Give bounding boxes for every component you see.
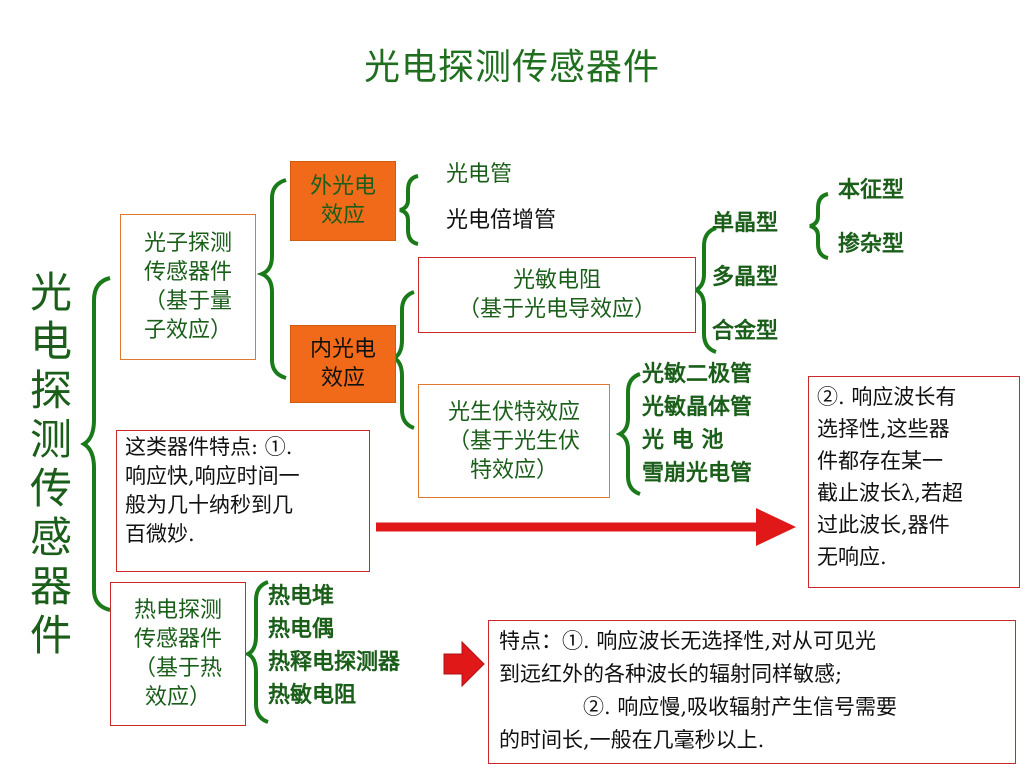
photon-box-line: 子效应） — [143, 318, 232, 343]
photovoltaic-box: 光生伏特效应 （基于光生伏 特效应） — [418, 384, 610, 498]
thermal-box-line: 效应） — [144, 685, 211, 710]
photon-box-line: 光子探测 — [143, 231, 232, 256]
photovoltaic-line: 光生伏特效应 — [447, 399, 580, 425]
photon-box-line: 传感器件 — [143, 260, 232, 285]
vertical-char: 光 — [29, 268, 72, 317]
crystal-brace — [691, 226, 717, 354]
photon-features-line: 百微妙. — [125, 522, 195, 546]
external-box-line: 效应 — [320, 203, 365, 228]
thermopile-label: 热电堆 — [268, 583, 335, 609]
phototransistor-label: 光敏晶体管 — [642, 394, 753, 420]
thermocouple-label: 热电偶 — [268, 616, 335, 642]
wavelength-features-line: 截止波长λ,若超 — [817, 481, 963, 505]
thermal-features-line: 到远红外的各种波长的辐射同样敏感; — [499, 662, 843, 686]
subtype-brace — [809, 192, 829, 260]
external-box-line: 外光电 — [309, 174, 376, 199]
wavelength-features-line: 无响应. — [817, 545, 887, 569]
vertical-char: 件 — [29, 611, 72, 660]
photoresistor-line: 光敏电阻 — [512, 268, 601, 293]
thermal-box-line: （基于热 — [133, 656, 222, 681]
page-title: 光电探测传感器件 — [363, 47, 660, 88]
vertical-char: 感 — [29, 513, 72, 562]
photovoltaic-line: （基于光生伏 — [447, 428, 580, 454]
photon-features-line: 响应快,响应时间一 — [125, 464, 300, 488]
pyroelectric-detector-label: 热释电探测器 — [268, 649, 401, 675]
phototube-label: 光电管 — [446, 162, 513, 187]
thermal-items: 热电堆 热电偶 热释电探测器 热敏电阻 — [268, 580, 400, 712]
subtype-doped: 掺杂型 — [838, 231, 905, 257]
vertical-char: 器 — [29, 562, 72, 611]
avalanche-photodiode-label: 雪崩光电管 — [642, 460, 753, 486]
wavelength-features-line: 选择性,这些器 — [817, 417, 950, 441]
thermal-arrow — [443, 640, 485, 688]
wavelength-features-line: ②. 响应波长有 — [817, 385, 957, 409]
thermal-detector-box: 热电探测 传感器件 （基于热 效应） — [110, 582, 246, 726]
internal-brace — [389, 290, 415, 430]
photon-features-line: 这类器件特点: ①. — [125, 435, 293, 459]
photoresistor-line: （基于光电导效应） — [457, 297, 656, 322]
photon-features-box: 这类器件特点: ①. 响应快,响应时间一 般为几十纳秒到几 百微妙. — [116, 430, 370, 572]
crystal-type-alloy: 合金型 — [712, 318, 779, 344]
crystal-type-single: 单晶型 — [712, 210, 779, 236]
photon-features-line: 般为几十纳秒到几 — [125, 493, 293, 517]
features-arrow-head — [756, 508, 796, 546]
thermal-brace — [243, 580, 269, 724]
vertical-char: 传 — [29, 464, 72, 513]
external-brace — [399, 174, 419, 246]
internal-effect-box: 内光电 效应 — [290, 325, 396, 403]
photovoltaic-items: 光敏二极管 光敏晶体管 光 电 池 雪崩光电管 — [642, 358, 752, 490]
wavelength-features-line: 件都存在某一 — [817, 449, 943, 473]
thermistor-label: 热敏电阻 — [268, 682, 357, 708]
subtype-intrinsic: 本征型 — [838, 177, 905, 203]
photon-brace — [256, 178, 287, 380]
photoresistor-box: 光敏电阻 （基于光电导效应） — [418, 257, 696, 333]
thermal-features-line: 特点：①. 响应波长无选择性,对从可见光 — [499, 629, 877, 653]
wavelength-features-box: ②. 响应波长有 选择性,这些器 件都存在某一 截止波长λ,若超 过此波长,器件… — [808, 376, 1020, 588]
internal-box-line: 效应 — [320, 366, 365, 391]
vertical-char: 探 — [29, 366, 72, 415]
photodiode-label: 光敏二极管 — [642, 361, 753, 387]
vertical-char: 电 — [29, 317, 72, 366]
crystal-type-poly: 多晶型 — [712, 264, 779, 290]
thermal-box-line: 热电探测 — [133, 598, 222, 623]
main-brace — [80, 276, 111, 612]
wavelength-features-line: 过此波长,器件 — [817, 513, 950, 537]
thermal-box-line: 传感器件 — [133, 627, 222, 652]
external-effect-box: 外光电 效应 — [290, 161, 396, 241]
vertical-char: 测 — [29, 415, 72, 464]
vertical-title: 光 电 探 测 传 感 器 件 — [22, 268, 80, 660]
internal-box-line: 内光电 — [309, 337, 376, 362]
photon-box-line: （基于量 — [143, 289, 232, 314]
thermal-features-line: ②. 响应慢,吸收辐射产生信号需要 — [583, 695, 898, 719]
photon-detector-box: 光子探测 传感器件 （基于量 子效应） — [120, 214, 256, 360]
photovoltaic-line: 特效应） — [469, 457, 558, 483]
photocell-label: 光 电 池 — [642, 427, 724, 453]
thermal-features-box: 特点：①. 响应波长无选择性,对从可见光 到远红外的各种波长的辐射同样敏感; ②… — [488, 620, 1016, 764]
photomultiplier-label: 光电倍增管 — [446, 208, 557, 233]
thermal-features-line: 的时间长,一般在几毫秒以上. — [499, 728, 765, 752]
photovoltaic-brace — [615, 372, 641, 496]
